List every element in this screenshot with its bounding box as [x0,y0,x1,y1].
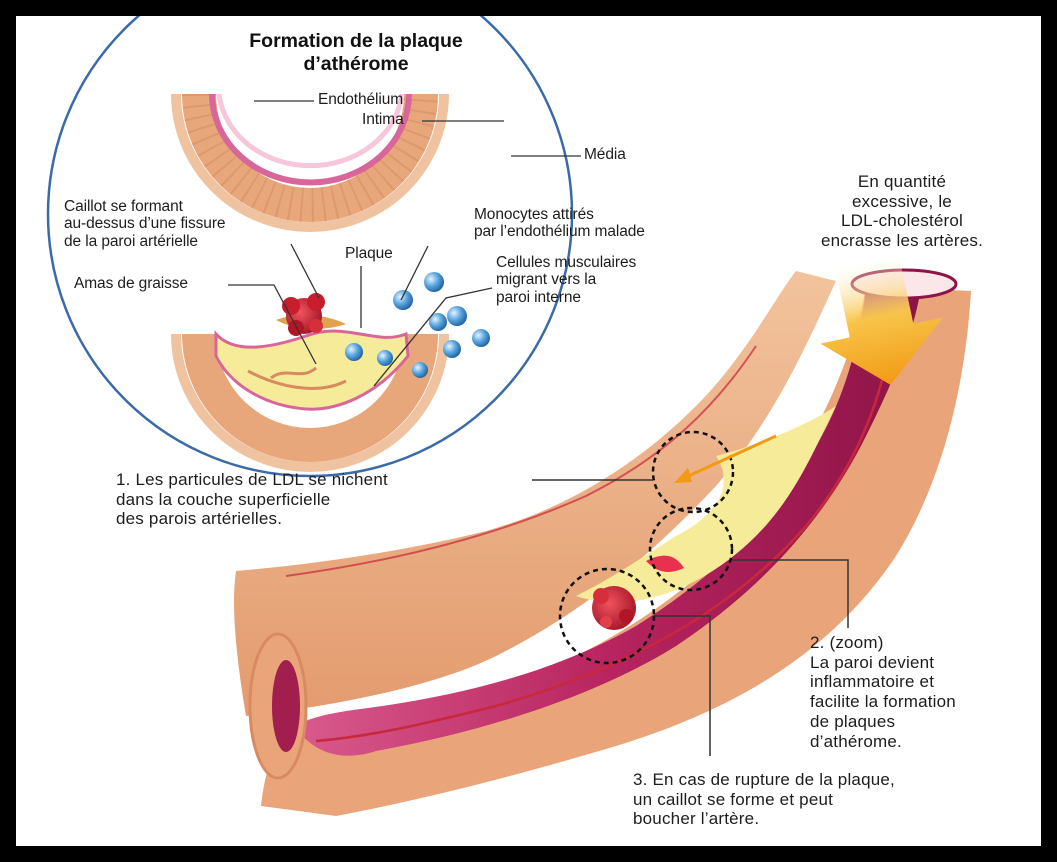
label-plaque: Plaque [345,245,393,262]
label-intima: Intima [362,111,404,128]
label-caillot: Caillot se formant au-dessus d’une fissu… [64,198,225,250]
diagram-canvas: Formation de la plaque d’athérome Endoth… [16,16,1041,846]
main-clot [592,586,636,630]
label-step2: 2. (zoom) La paroi devient inflammatoire… [810,633,956,751]
label-amas: Amas de graisse [74,275,188,292]
label-ldl-excess: En quantité excessive, le LDL-cholestéro… [821,172,983,251]
label-step1: 1. Les particules de LDL se nichent dans… [116,470,388,529]
diagram-title: Formation de la plaque d’athérome [206,30,506,76]
label-endothelium: Endothélium [318,91,403,108]
label-step3: 3. En cas de rupture de la plaque, un ca… [633,770,895,829]
inset-clot [282,293,325,336]
label-cellules: Cellules musculaires migrant vers la par… [496,254,636,306]
label-monocytes: Monocytes attirés par l’endothélium mala… [474,206,645,241]
label-media: Média [584,146,626,163]
